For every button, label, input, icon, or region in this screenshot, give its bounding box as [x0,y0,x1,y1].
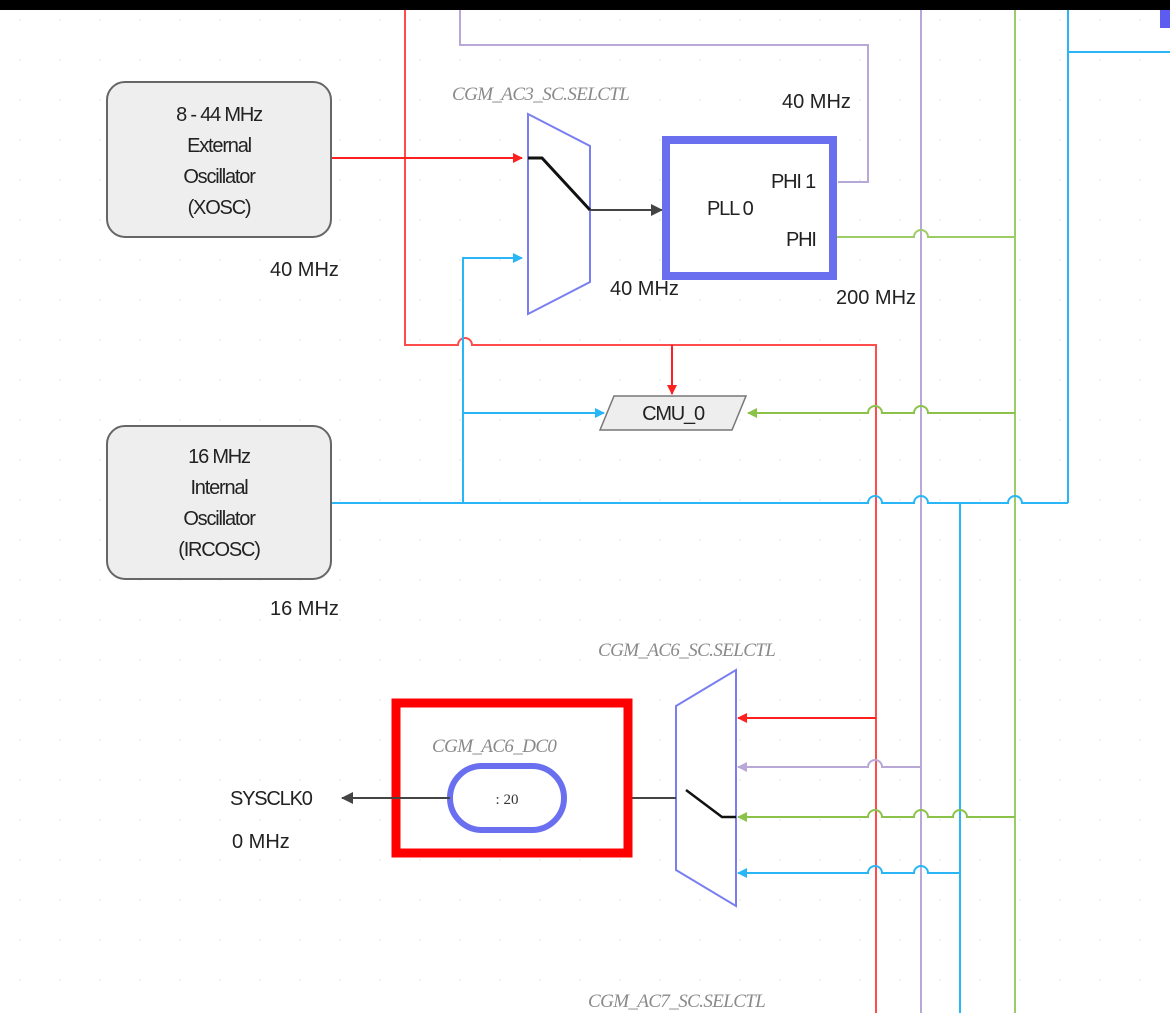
pll0-phi1: PHI 1 [771,171,816,193]
pll0-phi: PHI [786,229,816,251]
green-to-cmu [747,405,1015,418]
purple-bus [459,10,869,183]
xosc-block: 8 - 44 MHz External Oscillator (XOSC) [106,81,332,238]
phi-freq: 200 MHz [836,287,916,309]
irc-line-2: Internal [190,477,248,499]
xosc-line-4: (XOSC) [188,197,251,219]
cmu-block: CMU_0 [598,395,748,431]
sysclk0-freq: 0 MHz [232,831,290,853]
xosc-freq: 40 MHz [270,259,339,281]
xosc-line-2: External [187,135,252,157]
mux3-out-freq: 40 MHz [610,278,679,300]
divider-block: CGM_AC6_DC0 : 20 [391,698,633,858]
sysclk0-label: SYSCLK0 [230,788,313,810]
mux3 [527,112,592,316]
mux6 [675,668,737,908]
mux7-label: CGM_AC7_SC.SELCTL [588,991,765,1012]
top-bar [0,0,1170,10]
mux6-input-blue [737,865,960,878]
xosc-line-1: 8 - 44 MHz [176,104,262,126]
mux6-label: CGM_AC6_SC.SELCTL [598,640,775,661]
mux6-input-green [737,809,1015,822]
irc-block: 16 MHz Internal Oscillator (IRCOSC) [106,425,332,580]
blue-bus [332,495,1068,504]
cmu-label: CMU_0 [642,403,705,425]
irc-line-1: 16 MHz [188,446,250,468]
mux6-input-purple [737,759,921,772]
xosc-line-3: Oscillator [183,166,256,188]
red-bus [404,10,877,1013]
divider-label: CGM_AC6_DC0 [432,736,557,757]
divider-value: : 20 [496,792,519,808]
phi1-freq: 40 MHz [782,91,851,113]
irc-line-3: Oscillator [183,508,256,530]
pll0-name: PLL 0 [707,198,754,220]
irc-freq: 16 MHz [270,598,339,620]
mux3-label: CGM_AC3_SC.SELCTL [452,84,629,105]
blue-to-mux3 [462,253,523,503]
pll0-block: PLL 0 PHI 1 PHI [662,136,837,280]
irc-line-4: (IRCOSC) [178,539,260,561]
green-phi-line [836,229,1015,238]
